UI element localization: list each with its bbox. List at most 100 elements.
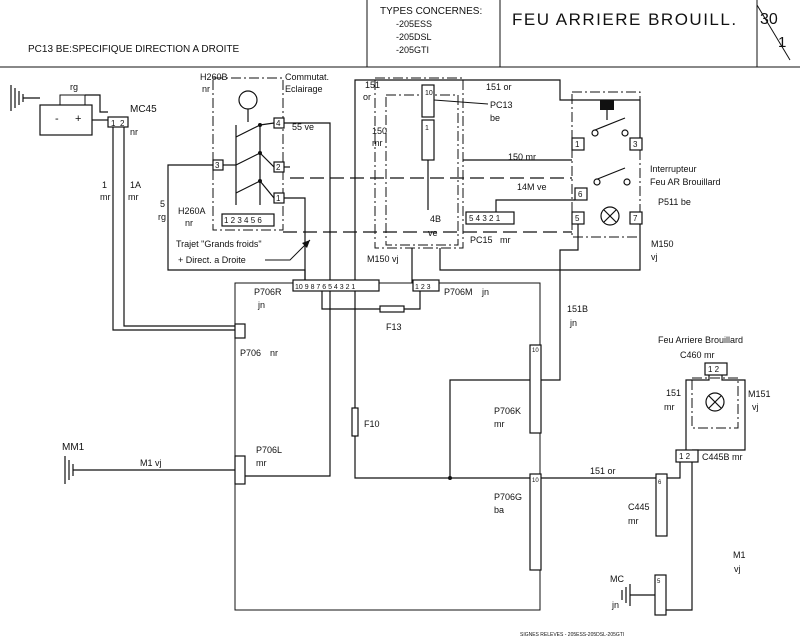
p511-pin-1: 1	[575, 140, 580, 149]
mc45-pin-1: 1	[111, 119, 116, 128]
pc15-pins: 5 4 3 2 1	[469, 214, 501, 223]
page-title: FEU ARRIERE BROUILL.	[512, 10, 738, 29]
wire-5-color: rg	[158, 212, 166, 222]
commutator-line1: Commutat.	[285, 72, 329, 82]
p511-line1: Interrupteur	[650, 164, 697, 174]
ground-icon	[10, 85, 40, 111]
wire-151-top-label: 151	[365, 80, 380, 90]
pc15-color: mr	[500, 235, 511, 245]
header-left-note: PC13 BE:SPECIFIQUE DIRECTION A DROITE	[28, 44, 239, 55]
wire-m1-label: M1 vj	[140, 458, 162, 468]
commutator-line2: Eclairage	[285, 84, 323, 94]
c445-code: C445	[628, 502, 650, 512]
wire-150-label: 150	[372, 126, 387, 136]
mc-code: MC	[610, 574, 624, 584]
h260-pin-3: 3	[215, 161, 220, 170]
p706l-code: P706L	[256, 445, 282, 455]
wire-151-lamp-color: mr	[664, 402, 675, 412]
wire-4b-label: 4B	[430, 214, 441, 224]
p511-line3: P511 be	[658, 197, 691, 207]
p706r-code: P706R	[254, 287, 282, 297]
wire-5-label: 5	[160, 199, 165, 209]
wire-151-lamp-label: 151	[666, 388, 681, 398]
wire-55	[284, 122, 331, 283]
header: PC13 BE:SPECIFIQUE DIRECTION A DROITE TY…	[0, 0, 800, 68]
wire-m1-right-label: M1	[733, 550, 746, 560]
harness: 10 9 8 7 6 5 4 3 2 1 1 2 3 P706R jn P706…	[234, 279, 542, 611]
c445b-pins: 1 2	[679, 452, 691, 461]
battery-color: rg	[70, 82, 78, 92]
p706m-pins: 1 2 3	[415, 284, 431, 291]
wire-1a-color: mr	[128, 192, 139, 202]
battery-group: - + rg 1 2 MC45 nr	[10, 82, 157, 137]
p511-pin-3: 3	[633, 140, 638, 149]
c445-connector: 6 C445 mr	[628, 473, 668, 537]
p706-color: nr	[270, 348, 278, 358]
h260a-code: H260A	[178, 206, 206, 216]
wire-151b-color: jn	[569, 318, 577, 328]
c445-pins: 6	[658, 480, 662, 486]
page-sub: 1	[778, 34, 786, 51]
mm1-label: MM1	[62, 442, 85, 453]
battery-plus: +	[75, 113, 81, 125]
wire-150-color: mr	[372, 138, 383, 148]
cold-route-line1: Trajet "Grands froids"	[176, 239, 262, 249]
wire-151-right-label: 151 or	[486, 82, 512, 92]
p706m-color: jn	[481, 287, 489, 297]
p706m-code: P706M	[444, 287, 473, 297]
mc-pins: 5	[657, 579, 661, 585]
light-commutator: H260B nr Commutat. Eclairage 4 3 2 1 1 2…	[178, 72, 329, 231]
h260b-code: H260B	[200, 72, 228, 82]
fuse-f13: F13	[386, 322, 402, 332]
p706g-pins: 10	[532, 478, 539, 484]
m151-label: M151	[748, 389, 771, 399]
wire-14m-label: 14M ve	[517, 182, 547, 192]
mc45-color: nr	[130, 127, 138, 137]
wire-1a	[123, 127, 235, 327]
wire-m1-right-color: vj	[734, 564, 741, 574]
wire-1-label: 1	[102, 180, 107, 190]
pc13-lower-pins: 1	[425, 125, 429, 132]
p706k-color: mr	[494, 419, 505, 429]
page-number: 30	[760, 11, 778, 28]
h260a-color: nr	[185, 218, 193, 228]
p511-line2: Feu AR Brouillard	[650, 177, 721, 187]
battery-box	[39, 104, 93, 136]
type-3: -205GTI	[396, 45, 429, 55]
wire-150-right-label: 150 mr	[508, 152, 536, 162]
rear-fog-lamp: Feu Arriere Brouillard C460 mr 1 2 M151 …	[658, 335, 771, 611]
c445-color: mr	[628, 516, 639, 526]
mc-ground: 5 MC jn	[610, 574, 667, 616]
wire-151b-label: 151B	[567, 304, 588, 314]
c460-label: C460 mr	[680, 350, 715, 360]
h260-pin-4: 4	[276, 119, 281, 128]
wire-1	[112, 127, 235, 331]
rear-fog-title: Feu Arriere Brouillard	[658, 335, 743, 345]
type-1: -205ESS	[396, 19, 432, 29]
p706-code: P706	[240, 348, 261, 358]
mc45-connector	[107, 116, 129, 128]
p511-switch: 1 3 6 5 7 Interrupteur Feu AR Brouillard…	[571, 91, 721, 238]
p706g-color: ba	[494, 505, 504, 515]
h260b-color: nr	[202, 84, 210, 94]
m151-color: vj	[752, 402, 759, 412]
h260-pin-1: 1	[276, 194, 281, 203]
wire-1a-label: 1A	[130, 180, 141, 190]
p511-pin-7: 7	[633, 214, 638, 223]
pc13-color: be	[490, 113, 500, 123]
p706r-color: jn	[257, 300, 265, 310]
footer-note: SIGNES RELEVES - 205ESS-205DSL-205GTI	[520, 632, 624, 638]
cold-route-line2: + Direct. a Droite	[178, 255, 246, 265]
wire-m150-right-label: M150	[651, 239, 674, 249]
wire-151-or-low-label: 151 or	[590, 466, 616, 476]
wire-55-label: 55 ve	[292, 122, 314, 132]
h260-pin-2: 2	[276, 163, 281, 172]
wire-m150-label: M150 vj	[367, 254, 399, 264]
wire-1-color: mr	[100, 192, 111, 202]
pc13-code: PC13	[490, 100, 513, 110]
wire-4b-color: ve	[428, 228, 438, 238]
mc-color: jn	[611, 600, 619, 610]
p511-pin-6: 6	[578, 190, 583, 199]
battery-minus: -	[55, 113, 59, 125]
mc45-pin-2: 2	[120, 119, 125, 128]
